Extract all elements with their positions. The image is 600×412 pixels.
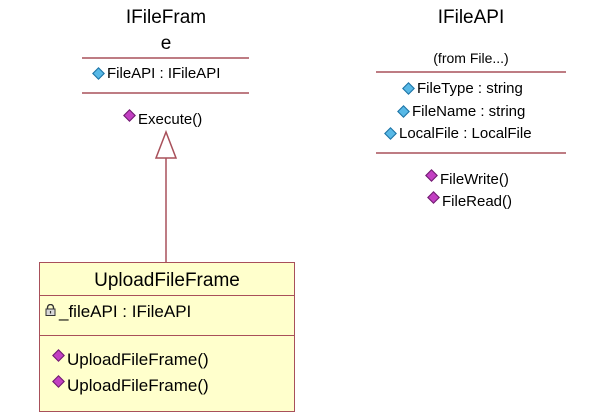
uploadfileframe-name: UploadFileFrame [94, 270, 240, 291]
attribute-diamond-icon [397, 104, 410, 118]
ifileapi-stereotype: (from File...) [433, 50, 509, 66]
ifileapi-operation: FileRead() [427, 190, 513, 210]
uploadfileframe-operation: UploadFileFrame() [52, 349, 209, 369]
attribute-diamond-icon [384, 126, 397, 140]
operation-diamond-icon [52, 349, 65, 362]
uploadfileframe-operation: UploadFileFrame() [52, 375, 209, 395]
uploadfileframe-operation-label: UploadFileFrame() [67, 350, 209, 369]
ifileapi-attribute: FileName : string [397, 103, 526, 120]
ifileapi-attribute-label: LocalFile : LocalFile [399, 125, 532, 142]
uploadfileframe-operation-label: UploadFileFrame() [67, 376, 209, 395]
attribute-diamond-icon [92, 66, 105, 80]
generalization-arrowhead [154, 129, 178, 159]
operation-diamond-icon [52, 375, 65, 388]
ifileapi-operation-label: FileWrite() [440, 171, 509, 188]
ifileframe-attribute: FileAPI : IFileAPI [92, 65, 221, 82]
uploadfileframe-separator-bottom [40, 335, 294, 336]
ifileframe-name-line1: IFileFram [125, 7, 207, 28]
ifileapi-name: IFileAPI [437, 7, 505, 28]
ifileframe-attribute-label: FileAPI : IFileAPI [107, 65, 221, 82]
uploadfileframe-attribute: _fileAPI : IFileAPI [45, 303, 191, 320]
class-diagram-canvas [82, 57, 566, 262]
lock-icon [45, 303, 56, 316]
uploadfileframe-separator-top [40, 295, 294, 296]
ifileapi-attribute: FileType : string [402, 80, 523, 97]
ifileapi-operation: FileWrite() [425, 168, 509, 188]
ifileapi-attribute: LocalFile : LocalFile [384, 125, 532, 142]
attribute-diamond-icon [402, 81, 415, 95]
ifileframe-name-line2: e [160, 33, 172, 54]
ifileapi-attribute-label: FileName : string [412, 103, 526, 120]
uploadfileframe-class-box: UploadFileFrame _fileAPI : IFileAPI Uplo… [39, 262, 295, 412]
uploadfileframe-attribute-label: _fileAPI : IFileAPI [59, 302, 192, 321]
ifileframe-operation-label: Execute() [138, 111, 203, 128]
ifileframe-operation: Execute() [123, 108, 203, 128]
ifileapi-attribute-label: FileType : string [417, 80, 523, 97]
ifileapi-operation-label: FileRead() [442, 193, 513, 210]
